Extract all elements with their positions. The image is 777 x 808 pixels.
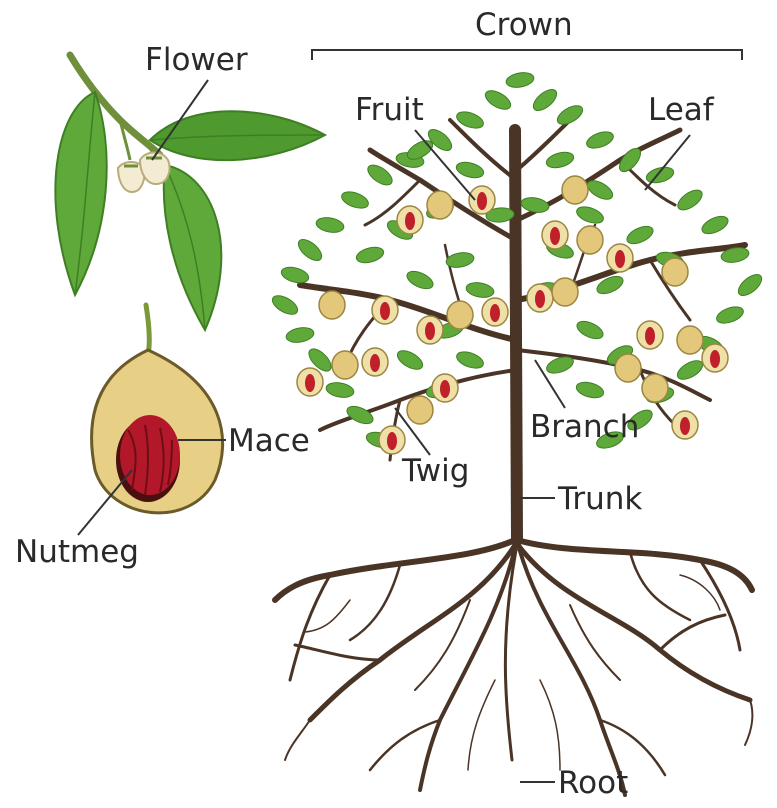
fruit (407, 396, 433, 424)
fruit-split (702, 344, 728, 372)
nutmeg-label: Nutmeg (15, 537, 139, 568)
fruit-split (637, 321, 663, 349)
fruit-split (297, 368, 323, 396)
fruit-split (607, 244, 633, 272)
fruit (615, 354, 641, 382)
leaf (285, 326, 315, 345)
leaf (714, 304, 745, 327)
flower-label: Flower (145, 45, 248, 76)
flower-sprig (55, 55, 325, 330)
leaf (295, 236, 325, 265)
fruit-split (362, 348, 388, 376)
leaf (315, 216, 345, 235)
leaf (574, 204, 605, 227)
fruit (447, 301, 473, 329)
leaf (339, 189, 370, 212)
leaf (520, 196, 550, 215)
crown-label: Crown (475, 10, 573, 41)
fruit-split (527, 284, 553, 312)
fruit-split (372, 296, 398, 324)
leaf (530, 86, 560, 115)
fruit (677, 326, 703, 354)
leaf (699, 213, 730, 238)
mace-label: Mace (228, 426, 310, 457)
leaf (465, 281, 495, 300)
fruit-split (542, 221, 568, 249)
leaf (574, 318, 605, 343)
fruit (642, 374, 668, 402)
fruit (562, 176, 588, 204)
leaf (624, 223, 655, 248)
fruit-label: Fruit (355, 95, 424, 126)
fruit-split (672, 411, 698, 439)
fruit-split (397, 206, 423, 234)
leaf (455, 160, 486, 181)
leaf (545, 150, 576, 171)
fruit-split (469, 186, 495, 214)
fruit (319, 291, 345, 319)
leaf (575, 380, 606, 401)
leaf (735, 271, 765, 300)
leaf (675, 186, 706, 214)
leaf (325, 381, 355, 400)
leaf (445, 251, 475, 270)
leaf (404, 268, 435, 293)
leaf (394, 347, 425, 373)
branch-system (300, 110, 745, 540)
leaf-label: Leaf (648, 95, 714, 126)
fruit-split (432, 374, 458, 402)
fruit (552, 278, 578, 306)
cut-fruit (92, 305, 223, 513)
fruit (577, 226, 603, 254)
crown-bracket (312, 50, 742, 60)
fruit (662, 258, 688, 286)
leaf (505, 71, 535, 90)
fruit-split (379, 426, 405, 454)
fruit-split (482, 298, 508, 326)
leaf (584, 129, 615, 152)
leaf (454, 349, 485, 372)
leaf (355, 245, 386, 266)
fruit-split (417, 316, 443, 344)
leaf (645, 165, 676, 186)
twig-label: Twig (402, 456, 469, 487)
leaf (344, 403, 375, 428)
root-system (275, 540, 752, 795)
leaf (269, 292, 300, 318)
leaf (554, 102, 585, 128)
fruit (427, 191, 453, 219)
leaf (482, 87, 513, 113)
trunk-label: Trunk (558, 484, 642, 515)
root-label: Root (558, 768, 628, 799)
leaf (280, 265, 311, 286)
branch-label: Branch (530, 412, 639, 443)
fruit (332, 351, 358, 379)
leaf (674, 357, 705, 383)
